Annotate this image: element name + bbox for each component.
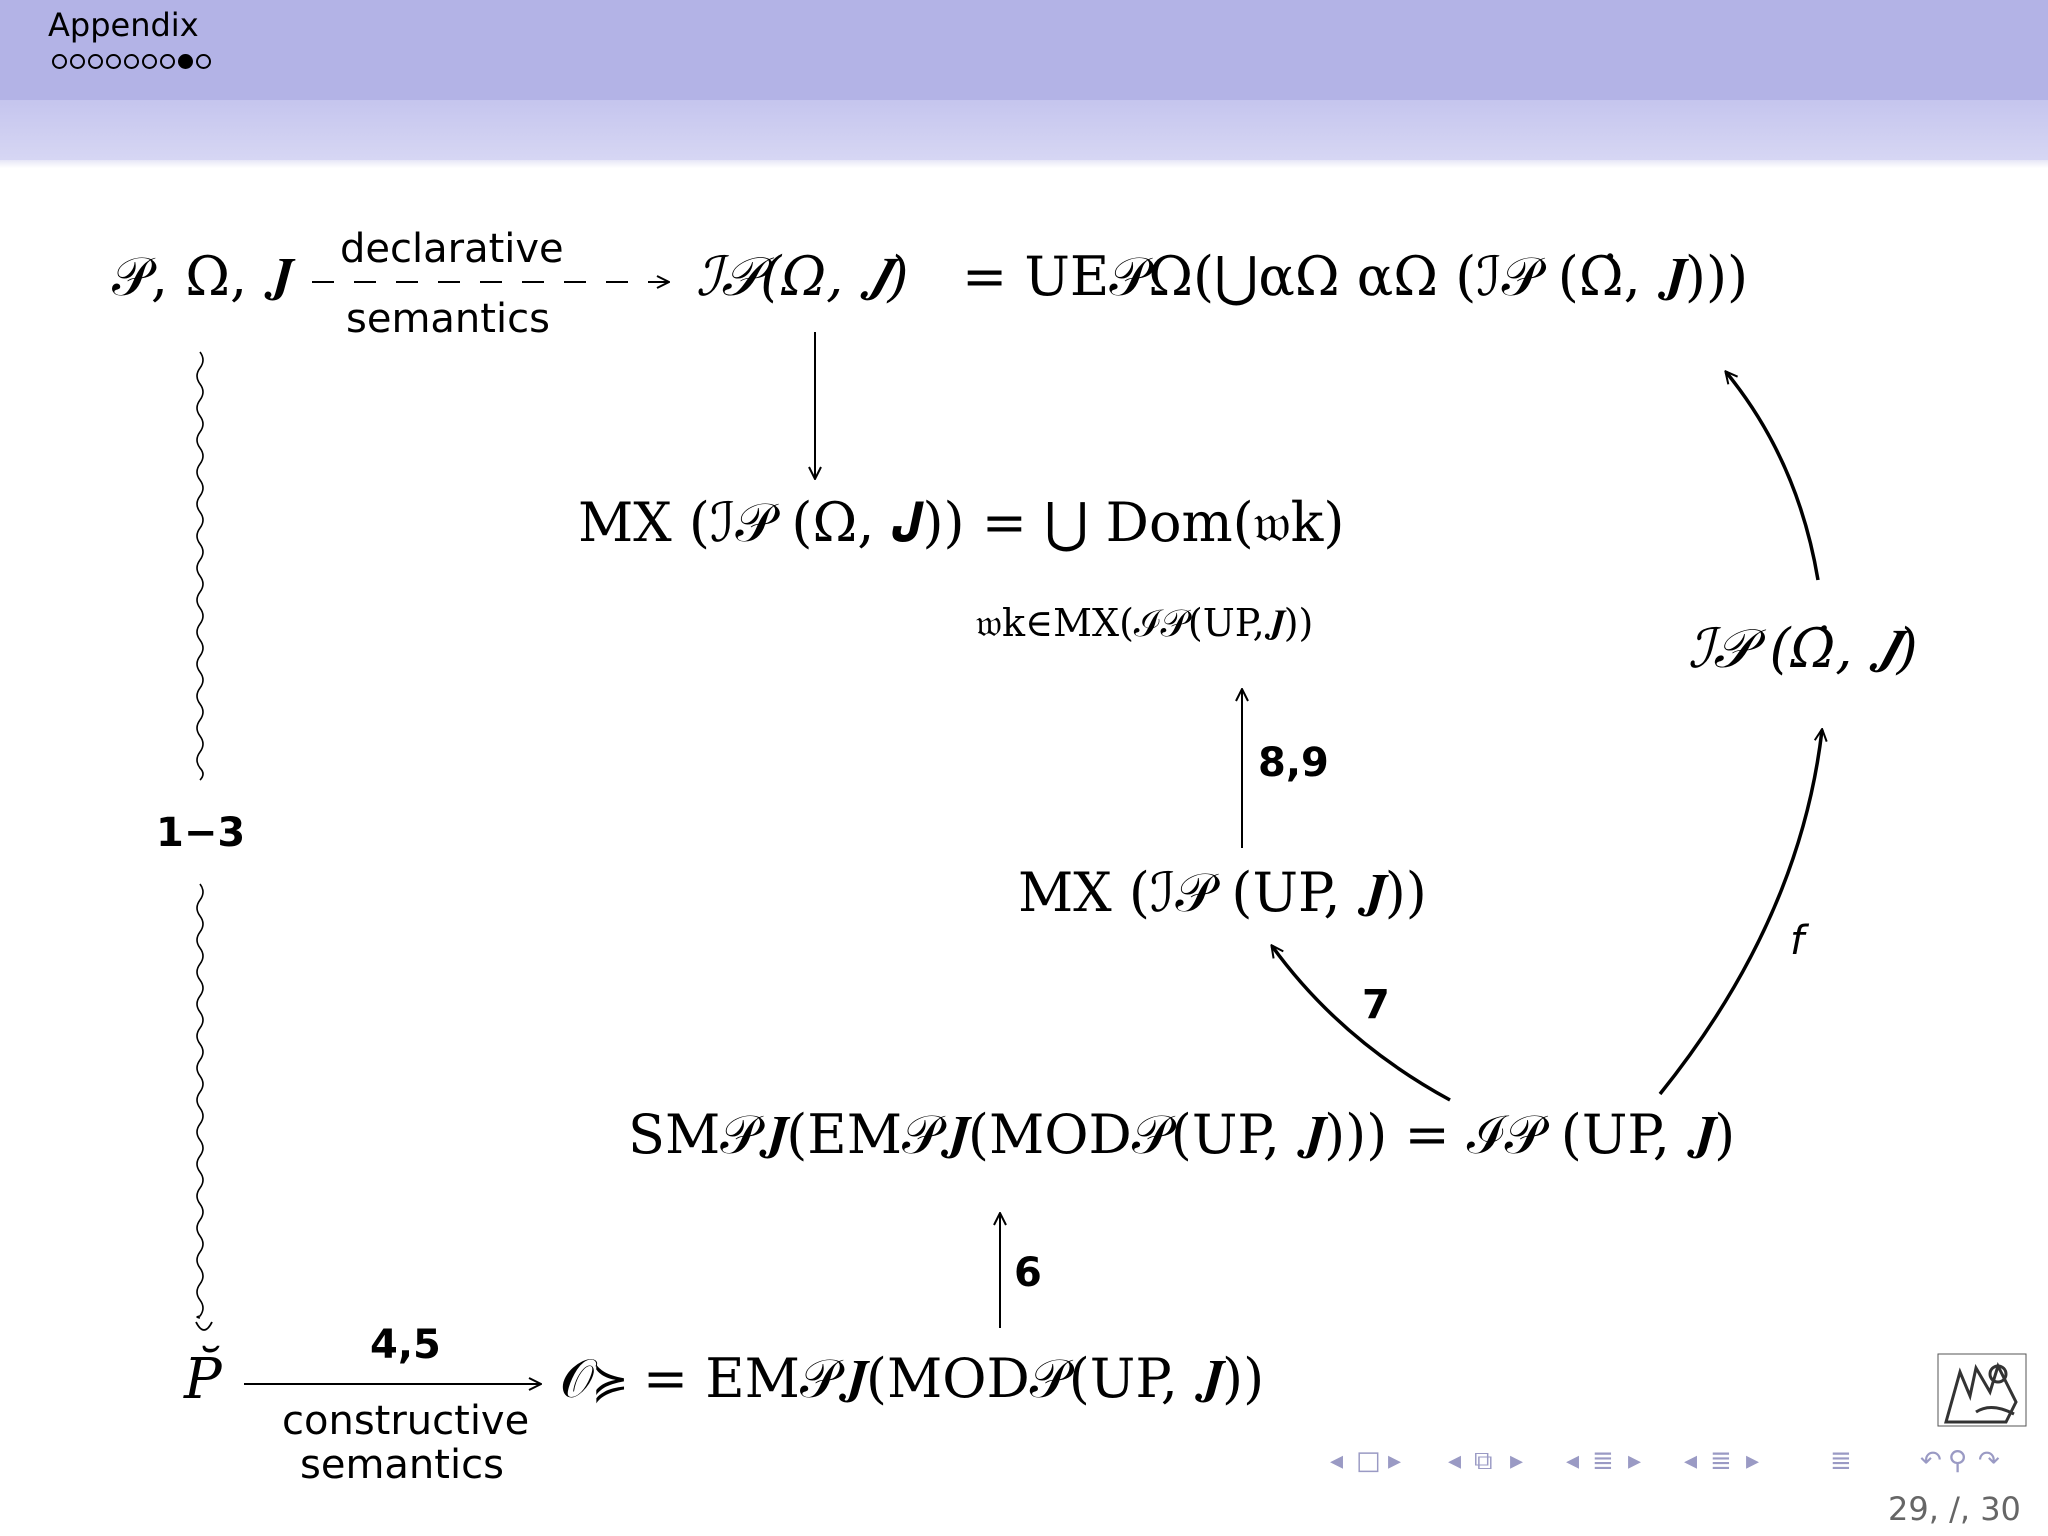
node-program: P̆ [184, 1347, 222, 1412]
progress-dot[interactable] [124, 54, 139, 69]
nav-next-subsubsection-icon[interactable]: ▸ [1746, 1446, 1760, 1476]
squiggle-top [196, 351, 204, 781]
semantics-label-top: semantics [346, 296, 550, 342]
progress-dot[interactable] [160, 54, 175, 69]
header-shadow [0, 160, 2048, 168]
semantics-label-bottom: semantics [300, 1442, 504, 1488]
nav-section-icon[interactable]: ≣ [1592, 1446, 1614, 1476]
label-4-5: 4,5 [370, 1322, 441, 1368]
nav-prev-subsection-icon[interactable]: ◂ [1448, 1446, 1462, 1476]
progress-dot[interactable] [88, 54, 103, 69]
label-1-3: 1−3 [156, 810, 246, 856]
nav-prev-frame-icon[interactable]: ◂ [1330, 1446, 1344, 1476]
progress-dot[interactable] [70, 54, 85, 69]
beamer-navigation: ◂ □ ▸ ◂ ⧉ ▸ ◂ ≣ ▸ ◂ ≣ ▸ ≣ ↶ ⚲ ↷ [1330, 1446, 2030, 1486]
nav-prev-subsubsection-icon[interactable]: ◂ [1684, 1446, 1698, 1476]
label-6: 6 [1014, 1250, 1042, 1296]
node-mx-up: MX (ℐ𝒫 (UP, 𝑱)) [1018, 861, 1427, 924]
label-f: f [1790, 918, 1805, 964]
header-band-top [0, 0, 2048, 100]
label-7: 7 [1362, 982, 1390, 1028]
node-sm-formula: SM𝒫𝑱(EM𝒫𝑱(MOD𝒫(UP, 𝑱))) = ℐ𝒫 (UP, 𝑱) [628, 1103, 1736, 1166]
curve-arrow-f [1658, 730, 1822, 1096]
nav-subsection-icon[interactable]: ⧉ [1474, 1446, 1493, 1476]
header-band-bottom [0, 100, 2048, 166]
label-8-9: 8,9 [1258, 740, 1329, 786]
node-program-set: 𝒫, Ω, 𝑱 [112, 245, 292, 308]
curve-arrow-7 [1272, 946, 1451, 1102]
nav-redo-icon[interactable]: ↷ [1978, 1446, 2000, 1476]
section-title[interactable]: Appendix [48, 6, 199, 44]
progress-dot[interactable] [196, 54, 211, 69]
squiggle-bottom [196, 883, 204, 1319]
nav-prev-section-icon[interactable]: ◂ [1566, 1446, 1580, 1476]
nav-search-icon[interactable]: ⚲ [1948, 1446, 1968, 1476]
declarative-label: declarative [340, 226, 564, 272]
node-ue-formula: = UE𝒫Ω(⋃αΩ αΩ (ℐ𝒫 (Ω̇, 𝑱))) [962, 245, 1749, 308]
nav-next-frame-icon[interactable]: ▸ [1388, 1446, 1402, 1476]
node-mx-formula: MX (ℐ𝒫 (Ω, 𝑱)) = ⋃ Dom(𝔴k) [578, 491, 1345, 554]
mx-union-subscript: 𝔴k∈MX(ℐ𝒫(UP,𝑱)) [976, 601, 1314, 645]
nav-undo-icon[interactable]: ↶ [1920, 1446, 1942, 1476]
nav-next-subsection-icon[interactable]: ▸ [1510, 1446, 1524, 1476]
nav-next-section-icon[interactable]: ▸ [1628, 1446, 1642, 1476]
node-em-formula: 𝒪≽ = EM𝒫𝑱(MOD𝒫(UP, 𝑱)) [560, 1347, 1265, 1410]
nav-toc-icon[interactable]: ≣ [1830, 1446, 1852, 1476]
progress-dot[interactable] [178, 54, 193, 69]
squiggle-hook [195, 1321, 213, 1331]
node-interpretation: ℐ𝒫(Ω, 𝑱) [696, 245, 909, 308]
node-interpretation-dot: ℐ𝒫 (Ω̇, 𝑱) [1688, 617, 1918, 680]
progress-dot[interactable] [106, 54, 121, 69]
page-number: 29, /, 30 [1888, 1490, 2021, 1528]
slide-header: Appendix [0, 0, 2048, 168]
progress-dot[interactable] [142, 54, 157, 69]
progress-dot[interactable] [52, 54, 67, 69]
nav-subsubsection-icon[interactable]: ≣ [1710, 1446, 1732, 1476]
constructive-label: constructive [282, 1398, 530, 1444]
university-lion-logo [1937, 1353, 2027, 1427]
curve-arrow-top [1726, 372, 1820, 581]
nav-frame-icon[interactable]: □ [1356, 1446, 1381, 1476]
